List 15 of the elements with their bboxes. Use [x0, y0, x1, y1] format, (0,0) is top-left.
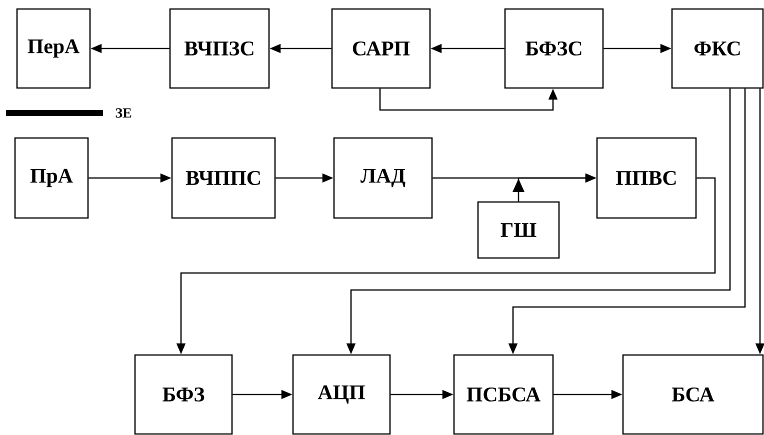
block-box: ВЧПЗС: [169, 8, 270, 89]
block-box: ЛАД: [333, 137, 433, 219]
block-box: АЦП: [292, 354, 391, 435]
block-box: ФКС: [671, 8, 764, 89]
block-box: ВЧППС: [171, 137, 276, 219]
block-box: ПрА: [14, 137, 89, 219]
block-box: БФЗ: [134, 354, 233, 435]
block-box: БФЗС: [504, 8, 604, 89]
block-box: ПСБСА: [453, 354, 554, 435]
block-box: ГШ: [477, 201, 560, 259]
block-box: САРП: [331, 8, 431, 89]
legend-label: ЗЕ: [116, 108, 132, 118]
block-box: БСА: [622, 354, 764, 435]
block-box: ППВС: [596, 137, 697, 219]
block-box: ПерА: [16, 8, 91, 89]
